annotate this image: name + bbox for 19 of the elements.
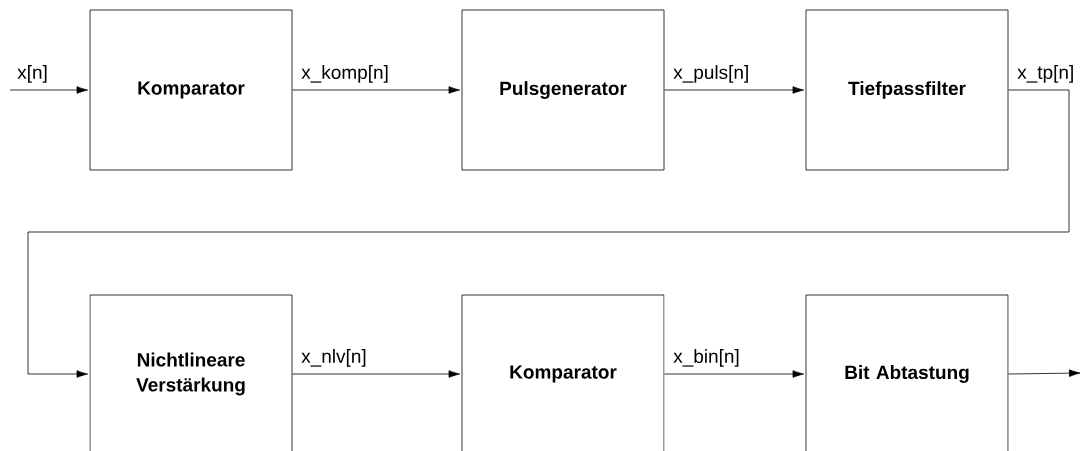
edge-label: x_komp[n] bbox=[300, 64, 390, 84]
arrow bbox=[664, 370, 804, 378]
arrow bbox=[292, 370, 460, 378]
process-box: Bit Abtastung bbox=[805, 294, 1009, 451]
process-box: Tiefpassfilter bbox=[805, 9, 1009, 171]
edge-label: x[n] bbox=[16, 64, 49, 84]
process-box: Komparator bbox=[461, 294, 665, 451]
arrow bbox=[9, 86, 89, 94]
edge-label: x_puls[n] bbox=[672, 64, 751, 84]
process-box: Pulsgenerator bbox=[461, 9, 665, 171]
process-box: Komparator bbox=[89, 9, 293, 171]
arrow bbox=[1008, 369, 1081, 377]
process-box: Nichtlineare Verstärkung bbox=[89, 294, 293, 451]
edge-label: x_tp[n] bbox=[1016, 64, 1076, 84]
edge-label: x_bin[n] bbox=[672, 348, 741, 368]
arrow bbox=[27, 89, 1070, 378]
arrow bbox=[292, 86, 460, 94]
edge-label: x_nlv[n] bbox=[300, 348, 368, 368]
arrow bbox=[664, 86, 804, 94]
